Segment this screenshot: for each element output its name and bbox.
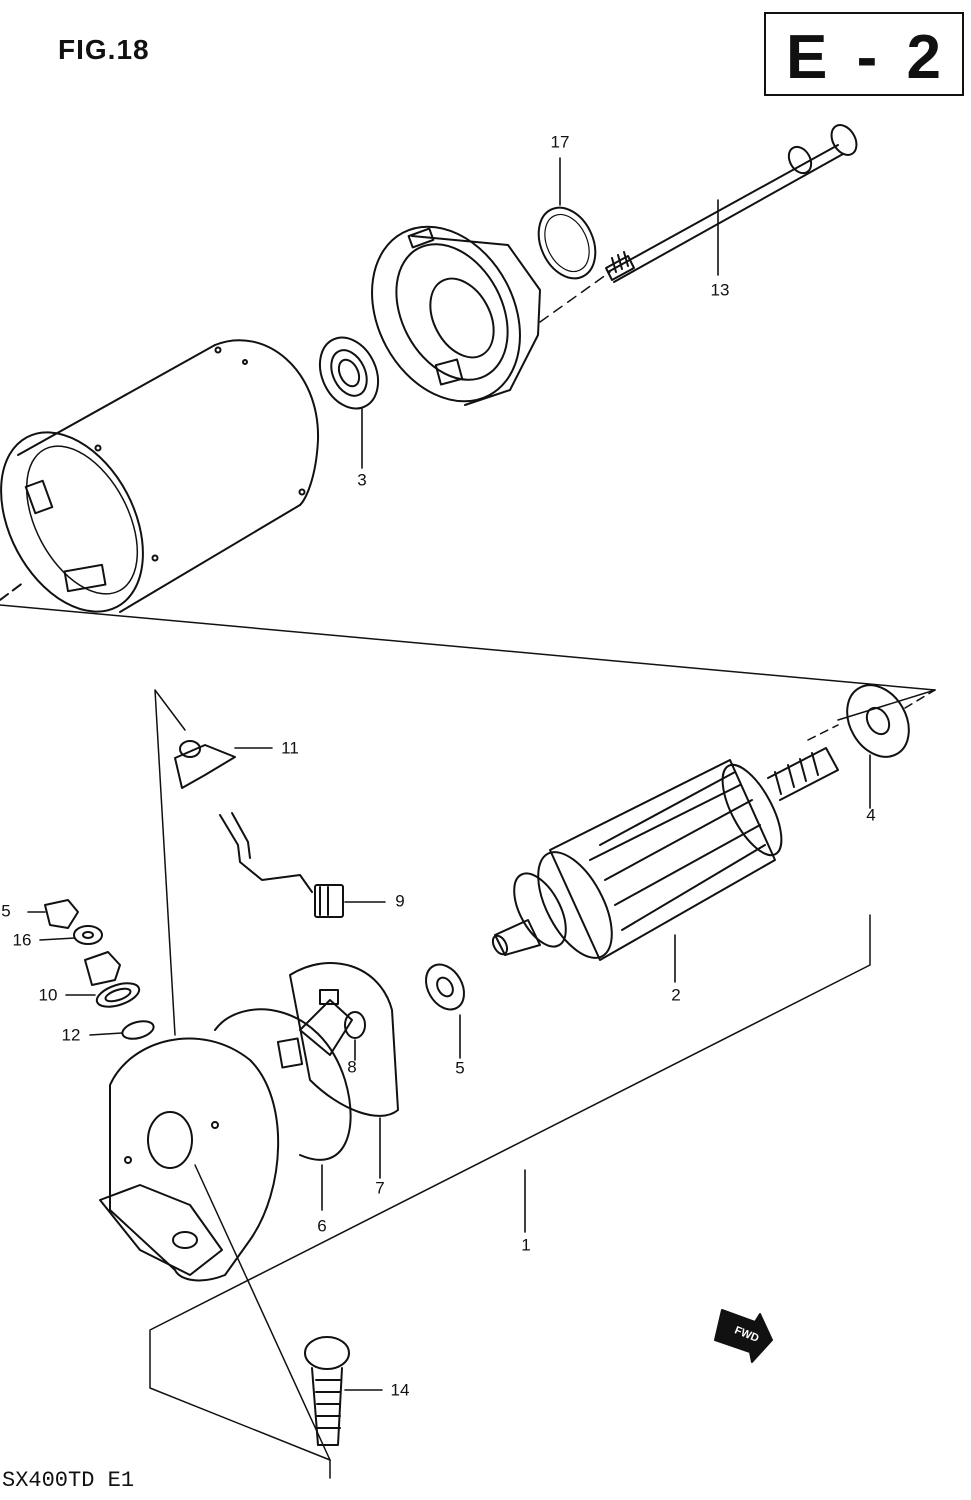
through-bolt <box>605 124 858 283</box>
callout-5-washer: 5 <box>455 1058 464 1077</box>
callout-3: 3 <box>357 470 366 489</box>
callout-7: 7 <box>375 1178 384 1197</box>
callout-16: 16 <box>13 930 32 949</box>
o-ring-12 <box>121 1020 155 1040</box>
terminal-bolt <box>174 740 236 789</box>
callout-12: 12 <box>62 1025 81 1044</box>
washer-4 <box>846 684 910 758</box>
washer-5 <box>425 963 465 1011</box>
callout-14: 14 <box>391 1380 410 1399</box>
washer-10 <box>95 982 141 1008</box>
fwd-arrow-badge: FWD <box>714 1309 773 1363</box>
front-cover <box>371 225 541 406</box>
rear-cover <box>99 1037 280 1282</box>
callout-4: 4 <box>866 805 875 824</box>
callout-13: 13 <box>711 280 730 299</box>
oil-seal <box>318 336 380 410</box>
yoke-housing <box>0 339 320 613</box>
callout-2: 2 <box>671 985 680 1004</box>
callout-labels: 17 13 3 11 4 9 5 16 2 10 12 8 5 7 6 1 14 <box>1 132 875 1399</box>
o-ring <box>537 206 597 280</box>
leader-lines <box>27 157 871 1391</box>
brush-lead <box>219 812 344 918</box>
mounting-bolt <box>304 1336 350 1446</box>
callout-6: 6 <box>317 1216 326 1235</box>
callout-17: 17 <box>551 132 570 151</box>
callout-11: 11 <box>281 738 299 757</box>
snap-ring <box>214 1008 352 1161</box>
washer-16 <box>73 925 103 945</box>
callout-8: 8 <box>347 1057 356 1076</box>
callout-1: 1 <box>521 1235 530 1254</box>
callout-10: 10 <box>39 985 58 1004</box>
callout-9: 9 <box>395 891 404 910</box>
section-box: E - 2 <box>764 12 964 96</box>
figure-title: FIG.18 <box>58 34 150 65</box>
model-code: SX400TD E1 <box>2 1468 135 1493</box>
section-code: E - 2 <box>786 23 947 92</box>
nut-flange <box>84 951 121 986</box>
armature <box>491 747 839 961</box>
nut <box>44 899 79 929</box>
brush-holder <box>276 961 399 1117</box>
callout-5-nut: 5 <box>1 901 10 920</box>
